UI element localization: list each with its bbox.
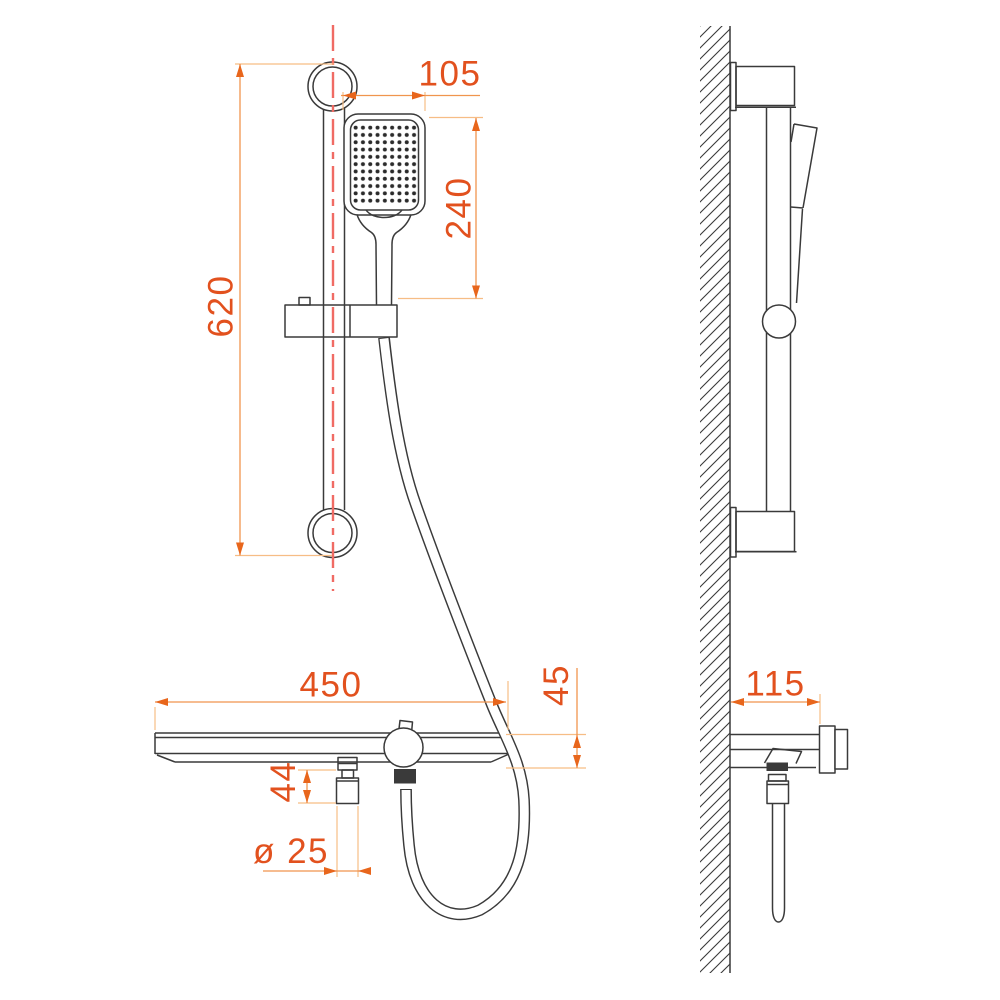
shower-hose — [378, 336, 531, 921]
dim-label-wall-projection: 115 — [745, 665, 805, 704]
valve-knob-side — [818, 725, 836, 774]
dimension-valve-height: 45 — [506, 664, 586, 769]
dimensions: 620 105 240 450 — [154, 55, 821, 877]
rail-bottom-bracket-side — [729, 506, 797, 558]
dimension-outlet-diameter: ø 25 — [253, 806, 371, 877]
side-view — [700, 26, 849, 973]
dim-label-valve-width: 450 — [300, 666, 363, 705]
hand-shower-side — [790, 123, 818, 304]
dim-label-valve-height: 45 — [537, 664, 576, 706]
head-chin-line — [365, 209, 403, 219]
dim-label-handshower-width: 105 — [419, 55, 482, 94]
bar-valve-side — [730, 725, 849, 923]
dim-label-handshower-length: 240 — [440, 177, 479, 240]
wall-hatching — [700, 26, 730, 973]
dim-label-outlet-height: 44 — [264, 761, 303, 803]
dim-label-rail-length: 620 — [202, 275, 241, 338]
outlet-connector-side — [766, 780, 790, 805]
hand-shower-handle — [356, 214, 412, 306]
hose-nut-side — [766, 762, 788, 771]
slider-lock-button — [298, 296, 311, 306]
outlet-connector-front — [335, 756, 360, 805]
bar-valve-front — [154, 719, 509, 805]
rail-top-bracket-side — [729, 61, 796, 112]
diverter-knob-front — [383, 727, 424, 768]
diverter-knob-side — [763, 747, 803, 764]
dimension-handshower-length: 240 — [398, 116, 483, 300]
dimension-rail-length: 620 — [202, 63, 334, 557]
dimension-handshower-width: 105 — [341, 55, 482, 111]
hose-nut-front — [394, 769, 416, 784]
outlet-tube-side — [771, 803, 786, 923]
dimension-outlet-height: 44 — [264, 761, 336, 804]
hand-shower-head — [343, 113, 426, 306]
slider-knob-side — [761, 304, 797, 339]
dimension-wall-projection: 115 — [731, 665, 821, 724]
dimension-valve-width: 450 — [154, 666, 509, 730]
slider-bracket-front — [284, 296, 398, 338]
dim-label-outlet-diameter: ø 25 — [253, 832, 329, 871]
spray-face-nozzles — [352, 123, 417, 204]
